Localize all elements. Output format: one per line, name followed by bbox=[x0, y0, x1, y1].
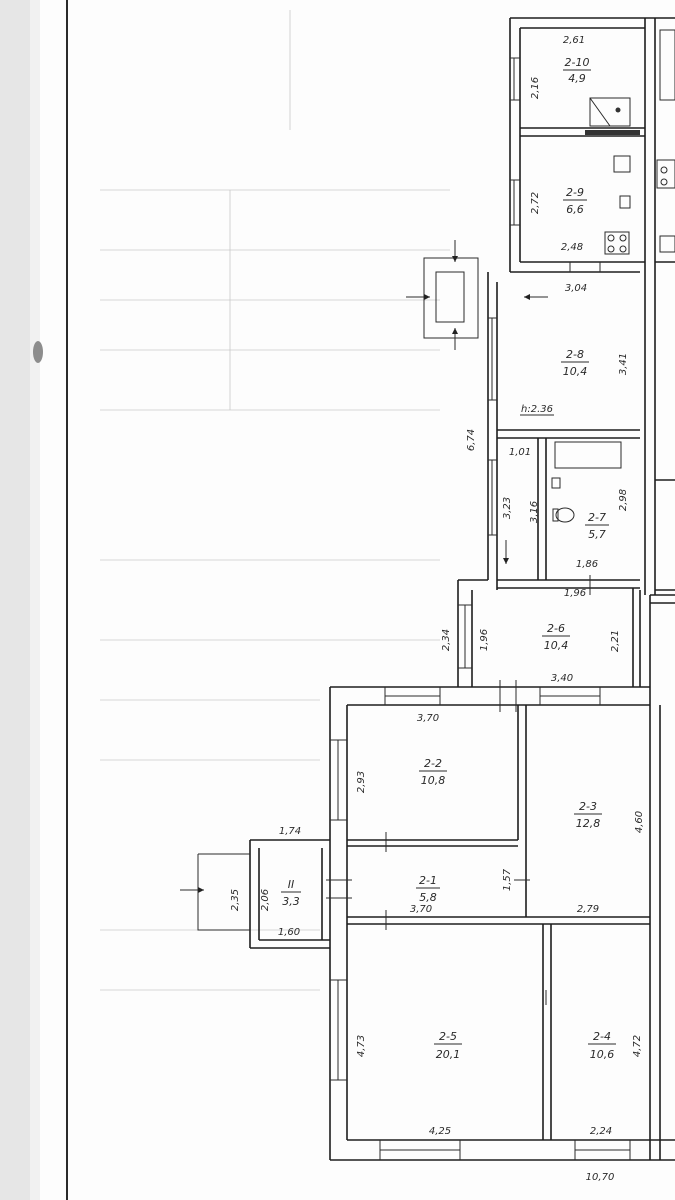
dim-2-6-left: 1,96 bbox=[479, 629, 490, 651]
entry-arrows bbox=[180, 240, 548, 893]
dim-2-8-height: 3,41 bbox=[618, 353, 629, 375]
room-area-II: 3,3 bbox=[282, 895, 300, 908]
binding-shadow bbox=[0, 0, 30, 1200]
room-area-2-10: 4,9 bbox=[568, 72, 586, 85]
room-area-2-6: 10,4 bbox=[544, 639, 569, 652]
dim-2-6-height: 2,21 bbox=[610, 630, 621, 652]
room-area-2-7: 5,7 bbox=[588, 528, 606, 541]
binder-hole-mark bbox=[33, 341, 43, 363]
binding-edge bbox=[30, 0, 40, 1200]
dim-2-3-width: 2,79 bbox=[577, 904, 599, 915]
dim-2-7-width: 1,86 bbox=[576, 559, 598, 570]
room-id-2-4: 2-4 bbox=[593, 1030, 611, 1043]
dim-2-1-height: 1,57 bbox=[502, 868, 513, 891]
dim-overall-width: 10,70 bbox=[586, 1172, 615, 1183]
toilet-fixture bbox=[555, 507, 575, 523]
walls bbox=[197, 17, 675, 1161]
dim-2-5-height: 4,73 bbox=[356, 1035, 367, 1057]
dim-2-4-width: 2,24 bbox=[590, 1126, 612, 1137]
room-id-2-5: 2-5 bbox=[439, 1030, 457, 1043]
dim-2-4-height: 4,72 bbox=[632, 1035, 643, 1057]
room-id-2-8: 2-8 bbox=[566, 348, 584, 361]
dim-2-6-top: 1,96 bbox=[564, 588, 586, 599]
room-id-2-3: 2-3 bbox=[579, 800, 597, 813]
dim-2-2-height: 2,93 bbox=[356, 771, 367, 793]
dim-vestibule-height: 2,06 bbox=[260, 889, 271, 911]
dim-2-10-width: 2,61 bbox=[563, 35, 585, 46]
dim-corridor-width: 1,01 bbox=[509, 447, 531, 458]
dim-2-3-height: 4,60 bbox=[634, 811, 645, 833]
room-id-II: II bbox=[288, 878, 295, 891]
room-area-2-9: 6,6 bbox=[566, 203, 584, 216]
dim-2-1-width: 3,70 bbox=[410, 904, 432, 915]
dim-corridor-height: 3,23 bbox=[502, 497, 513, 519]
dim-2-8-width: 3,04 bbox=[565, 283, 587, 294]
room-area-2-2: 10,8 bbox=[421, 774, 446, 787]
dim-2-7-left: 3,16 bbox=[529, 501, 540, 523]
room-id-2-2: 2-2 bbox=[424, 757, 442, 770]
dim-vestibule-top: 1,74 bbox=[279, 826, 301, 837]
stove-fixture bbox=[604, 231, 630, 255]
dim-2-7-height: 2,98 bbox=[618, 489, 629, 511]
room-area-2-4: 10,6 bbox=[590, 1048, 615, 1061]
dim-2-5-width: 4,25 bbox=[429, 1126, 451, 1137]
wash-fixture bbox=[619, 195, 631, 209]
room-labels: 2-10 4,9 2-9 6,6 2-8 10,4 2-7 5,7 2-6 10… bbox=[281, 56, 616, 1061]
room-id-2-7: 2-7 bbox=[588, 511, 606, 524]
dim-2-9-height: 2,72 bbox=[530, 192, 541, 214]
dim-porch-height: 2,35 bbox=[230, 889, 241, 911]
ceiling-height-label: h:2.36 bbox=[521, 404, 553, 415]
bathtub-fixture bbox=[554, 441, 622, 469]
room-area-2-8: 10,4 bbox=[563, 365, 588, 378]
room-id-2-6: 2-6 bbox=[547, 622, 565, 635]
room-area-2-5: 20,1 bbox=[436, 1048, 461, 1061]
dim-outer-left-2-34: 2,34 bbox=[441, 629, 452, 651]
fixtures bbox=[551, 29, 675, 523]
room-id-2-1: 2-1 bbox=[419, 874, 437, 887]
room-id-2-9: 2-9 bbox=[566, 186, 584, 199]
dimension-labels: 2,61 2,16 2,72 2,48 3,04 3,41 6,74 1,01 … bbox=[230, 35, 645, 1183]
dim-2-9-width: 2,48 bbox=[561, 242, 583, 253]
room-area-2-3: 12,8 bbox=[576, 817, 601, 830]
boiler-fixture bbox=[613, 155, 631, 173]
dim-2-2-width: 3,70 bbox=[417, 713, 439, 724]
dim-outer-left-6-74: 6,74 bbox=[466, 429, 477, 451]
room-area-2-1: 5,8 bbox=[419, 891, 437, 904]
windows bbox=[330, 57, 631, 1160]
dim-vestibule-bottom: 1,60 bbox=[278, 927, 300, 938]
dim-2-10-height: 2,16 bbox=[530, 77, 541, 99]
room-id-2-10: 2-10 bbox=[565, 56, 590, 69]
dim-2-6-width: 3,40 bbox=[551, 673, 573, 684]
door-ticks bbox=[326, 575, 591, 1005]
